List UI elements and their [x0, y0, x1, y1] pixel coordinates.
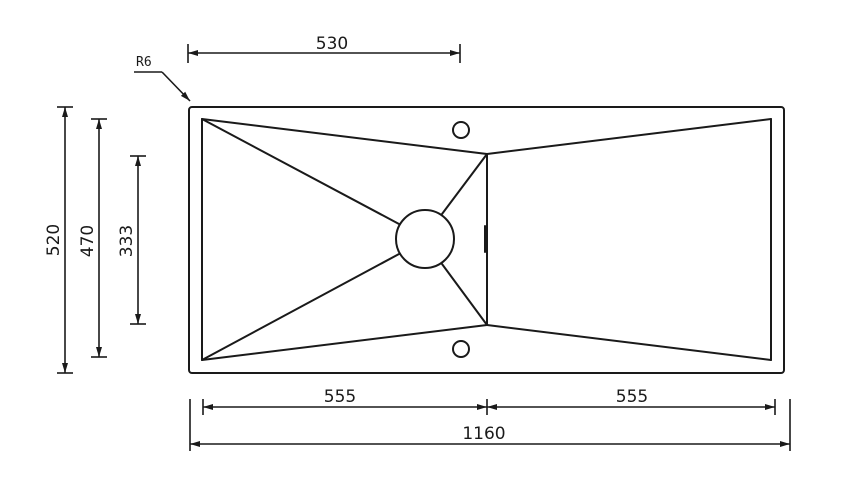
drainer	[486, 118, 772, 361]
dim-label-bowl-width: 555	[324, 387, 356, 407]
dim-label-top-width: 530	[316, 34, 348, 54]
dimension-overall-depth: 520	[44, 106, 73, 374]
bowl-top-edge	[201, 118, 488, 155]
tap-holes	[452, 121, 470, 358]
dimension-bowl-width: 555	[202, 387, 488, 415]
dimension-overall-width: 1160	[189, 399, 791, 451]
sink-outline	[188, 106, 785, 374]
bowl	[201, 118, 488, 361]
drainer-bottom-edge	[486, 324, 772, 361]
dimension-top-width: 530	[187, 34, 461, 63]
corner-radius-label: R6	[136, 55, 152, 70]
fold-line-upper-left	[201, 118, 400, 225]
fold-line-lower-left	[201, 253, 400, 361]
drain-hole	[395, 209, 455, 269]
dim-label-drain-offset: 333	[117, 225, 137, 257]
drainer-top-edge	[486, 118, 772, 155]
dim-label-bowl-depth: 470	[78, 225, 98, 257]
tap-hole-top	[452, 121, 470, 139]
bowl-bottom-edge	[201, 324, 488, 361]
dimension-drainer-width: 555	[487, 387, 776, 415]
outer-rim	[188, 106, 785, 374]
dim-label-overall-width: 1160	[462, 424, 505, 444]
dim-label-drainer-width: 555	[616, 387, 648, 407]
dimension-bowl-depth: 470	[78, 118, 107, 358]
corner-radius-callout: R6	[134, 55, 191, 102]
tap-hole-bottom	[452, 340, 470, 358]
dimension-drain-offset: 333	[117, 155, 146, 325]
fold-line-upper-right	[441, 153, 488, 215]
fold-line-lower-right	[441, 263, 488, 326]
dim-label-overall-depth: 520	[44, 224, 64, 256]
radius-leader-diagonal	[161, 71, 191, 102]
